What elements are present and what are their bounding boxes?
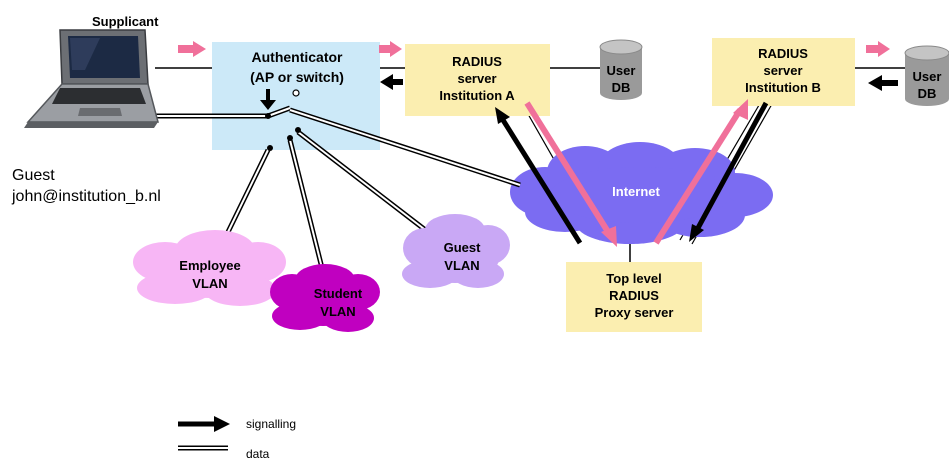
student-vlan-label-1: Student (314, 286, 363, 301)
user-db-b-label-2: DB (918, 86, 937, 101)
legend-data-label: data (246, 447, 270, 461)
guest-vlan-label-1: Guest (444, 240, 482, 255)
radius-b-label-1: RADIUS (758, 46, 808, 61)
top-proxy-label-1: Top level (606, 271, 661, 286)
internet-cloud (510, 142, 773, 244)
authenticator-label: Authenticator (252, 49, 344, 65)
employee-vlan-label-1: Employee (179, 258, 240, 273)
laptop-icon (24, 29, 159, 128)
top-proxy-label-2: RADIUS (609, 288, 659, 303)
legend-signalling-arrow-icon (178, 416, 230, 432)
pink-arrows (178, 41, 890, 57)
supplicant-label: Supplicant (92, 14, 159, 29)
data-links (152, 105, 521, 269)
employee-vlan-cloud (133, 230, 286, 306)
radius-a-label-1: RADIUS (452, 54, 502, 69)
top-proxy-box (566, 262, 702, 332)
guest-vlan-label-2: VLAN (444, 258, 479, 273)
guest-vlan-cloud (402, 214, 510, 288)
employee-vlan-label-2: VLAN (192, 276, 227, 291)
radius-server-b-box (712, 38, 855, 106)
user-db-a-label-2: DB (612, 80, 631, 95)
top-proxy-label-3: Proxy server (595, 305, 674, 320)
user-db-a-label-1: User (607, 63, 636, 78)
signalling-arrows (260, 74, 898, 110)
guest-email-label: john@institution_b.nl (11, 188, 161, 205)
user-db-b-label-1: User (913, 69, 942, 84)
radius-a-label-2: server (457, 71, 496, 86)
legend-signalling-label: signalling (246, 417, 296, 431)
legend: signalling data (178, 416, 296, 461)
student-vlan-cloud (270, 264, 380, 332)
user-db-a-icon (599, 39, 643, 100)
authenticator-sub-label: (AP or switch) (250, 69, 344, 85)
radius-a-label-3: Institution A (439, 88, 515, 103)
guest-label: Guest (12, 167, 55, 184)
radius-b-label-3: Institution B (745, 80, 821, 95)
internet-label: Internet (612, 184, 660, 199)
student-vlan-label-2: VLAN (320, 304, 355, 319)
radius-b-label-2: server (763, 63, 802, 78)
user-db-b-icon (904, 45, 949, 106)
